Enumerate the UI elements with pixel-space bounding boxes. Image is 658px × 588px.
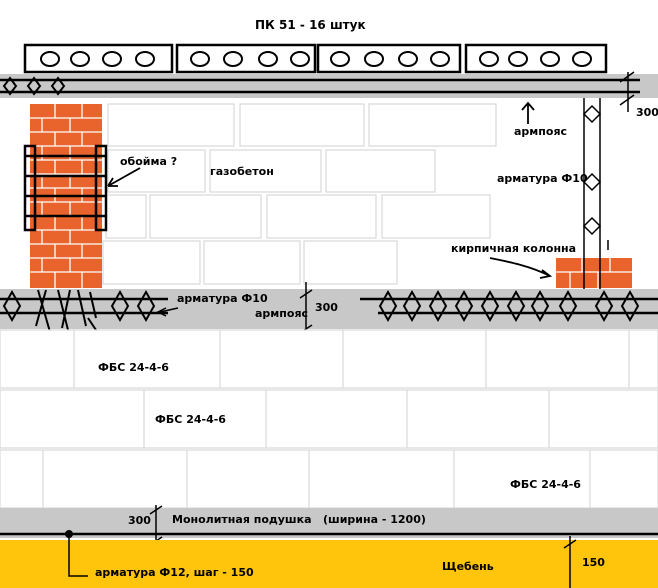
slab-rebar-label: арматура Ф12, шаг - 150 bbox=[95, 566, 254, 579]
armopoyas-bottom-label: армпояс bbox=[255, 307, 309, 320]
armopoyas-arrow bbox=[521, 101, 535, 124]
slab-4 bbox=[464, 43, 608, 74]
clamp-frame bbox=[23, 144, 108, 232]
gravel-dimension-label: 150 bbox=[582, 556, 605, 569]
fbs-label-1: ФБС 24-4-6 bbox=[98, 361, 169, 374]
gravel-label: Щебень bbox=[442, 560, 494, 573]
slab-dimension-label: 300 bbox=[128, 514, 151, 527]
slab-holes bbox=[40, 51, 592, 67]
anchor-bars bbox=[35, 289, 97, 333]
slab-rebar-dot bbox=[65, 530, 73, 538]
brick-pillar-right bbox=[556, 258, 632, 288]
bottom-rebar-label: арматура Ф10 bbox=[177, 292, 268, 305]
gravel-layer bbox=[0, 540, 658, 588]
gravel-dimension bbox=[563, 536, 577, 588]
slab-3 bbox=[316, 43, 462, 74]
bottom-rebar-stirrups bbox=[2, 289, 640, 323]
column-arrow bbox=[489, 257, 553, 279]
bottom-armopoyas bbox=[0, 289, 658, 329]
gas-concrete-wall bbox=[102, 103, 497, 285]
hollow-core-slabs bbox=[23, 43, 608, 74]
gas-concrete-label: газобетон bbox=[210, 165, 274, 178]
top-dimension-label: 300 bbox=[636, 106, 658, 119]
bottom-rebar-arrow bbox=[156, 307, 179, 317]
brick-column-label: кирпичная колонна bbox=[451, 242, 577, 255]
column-rebar-label: арматура Ф10 bbox=[497, 172, 588, 185]
top-armopoyas bbox=[0, 74, 658, 98]
top-dimension bbox=[619, 71, 635, 112]
fbs-blocks bbox=[0, 329, 658, 509]
slab-1 bbox=[23, 43, 174, 74]
column-rebar bbox=[582, 98, 609, 318]
slab-label: Монолитная подушка (ширина - 1200) bbox=[172, 513, 426, 526]
top-rebar-stirrups bbox=[2, 76, 66, 96]
top-rebar-lines bbox=[0, 78, 640, 94]
clamp-arrow bbox=[107, 167, 141, 187]
slab-2 bbox=[175, 43, 317, 74]
fbs-label-3: ФБС 24-4-6 bbox=[510, 478, 581, 491]
title: ПК 51 - 16 штук bbox=[255, 18, 366, 32]
bottom-dimension-label: 300 bbox=[315, 301, 338, 314]
slab-rebar-leader bbox=[68, 536, 88, 577]
armopoyas-top-label: армпояс bbox=[514, 125, 568, 138]
fbs-label-2: ФБС 24-4-6 bbox=[155, 413, 226, 426]
clamp-label: обойма ? bbox=[120, 155, 178, 168]
